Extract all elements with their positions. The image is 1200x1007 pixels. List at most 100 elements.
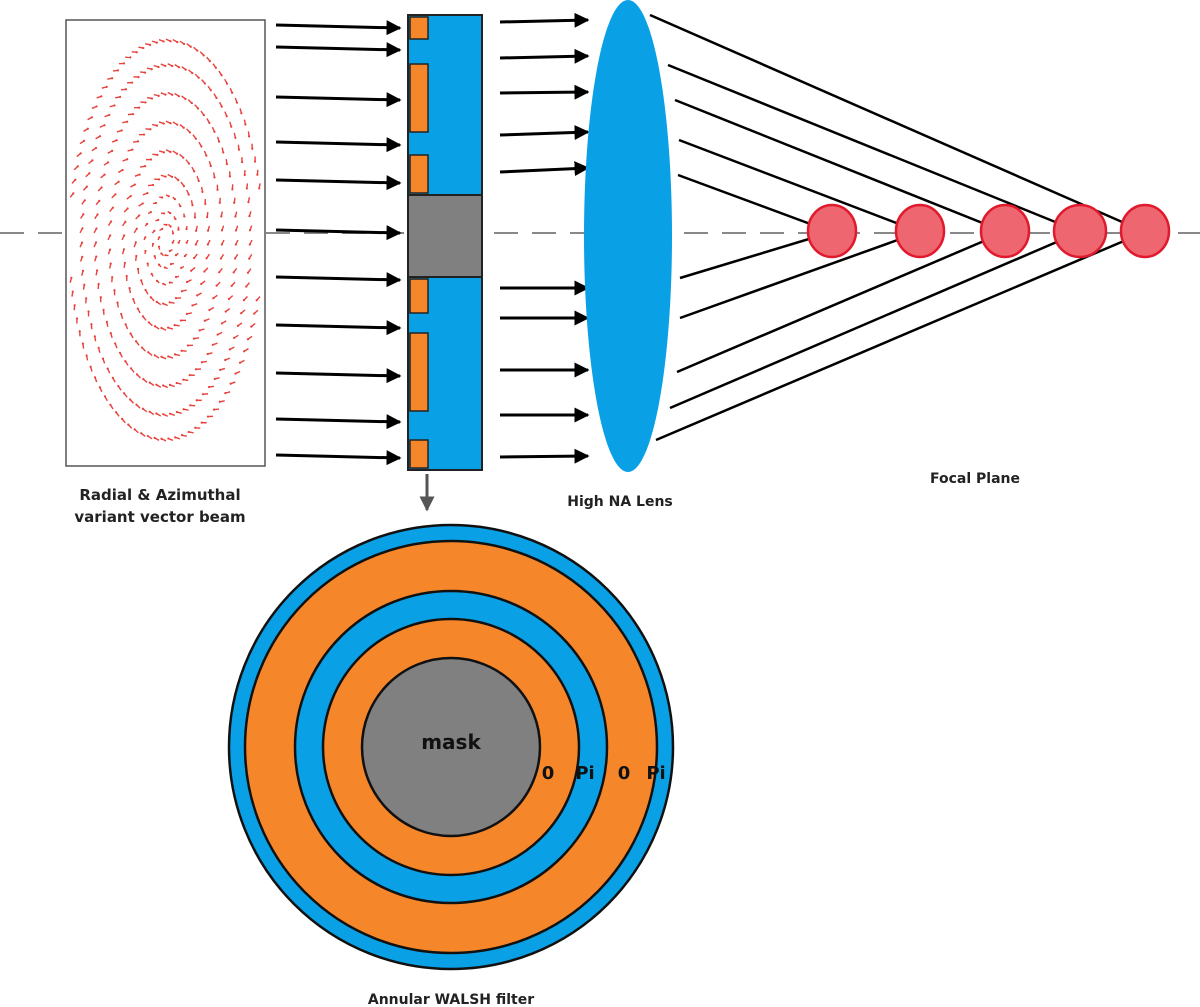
polarization-vector-tip bbox=[234, 243, 237, 246]
polarization-vector-tip bbox=[154, 201, 158, 205]
polarization-vector-tip bbox=[138, 173, 141, 176]
polarization-vector-tip bbox=[182, 378, 185, 381]
polarization-vector-tip bbox=[163, 266, 166, 269]
polarization-vector-tip bbox=[110, 220, 113, 223]
polarization-vector-tip bbox=[174, 275, 178, 279]
polarization-vector-tip bbox=[200, 421, 203, 424]
polarization-vector-tip bbox=[111, 77, 114, 80]
polarization-vector-tip bbox=[190, 269, 193, 272]
polarization-vector-tip bbox=[193, 170, 196, 173]
ring-phase-4: Pi bbox=[646, 763, 665, 784]
polarization-vector-tip bbox=[155, 124, 159, 127]
polarization-vector-tip bbox=[246, 338, 250, 341]
polarization-vector-tip bbox=[94, 241, 98, 244]
polarization-vector-tip bbox=[169, 225, 172, 228]
polarization-vector-tip bbox=[134, 340, 138, 343]
polarization-vector-tip bbox=[247, 201, 250, 204]
polarization-vector-tip bbox=[232, 271, 235, 274]
polarization-vector-tip bbox=[129, 332, 132, 335]
polarization-vector-tip bbox=[103, 173, 106, 176]
incoming-ray bbox=[275, 137, 402, 153]
polarization-vector-tip bbox=[85, 354, 88, 357]
polarization-vector-tip bbox=[168, 249, 171, 253]
polarization-vector-tip bbox=[205, 257, 208, 260]
polarization-vector-tip bbox=[174, 217, 177, 221]
polarization-vector-tip bbox=[227, 297, 231, 301]
polarization-vector-tip bbox=[220, 215, 223, 218]
polarization-vector-tip bbox=[175, 410, 178, 414]
polarization-vector-tip bbox=[140, 279, 143, 282]
polarization-vector-tip bbox=[151, 183, 155, 187]
polarization-vector-tip bbox=[187, 193, 190, 196]
polarization-vector-tip bbox=[124, 360, 127, 363]
polarization-vector-tip bbox=[109, 262, 112, 265]
polarization-vector-tip bbox=[180, 434, 184, 437]
polarization-vector-tip bbox=[143, 165, 147, 168]
polarization-vector-tip bbox=[174, 297, 178, 300]
polarization-vector-tip bbox=[177, 228, 180, 231]
polarization-vector-tip bbox=[144, 249, 147, 253]
polarization-vector-tip bbox=[247, 135, 251, 138]
polarization-vector-tip bbox=[218, 271, 221, 274]
polarization-vector-tip bbox=[206, 415, 210, 418]
polarization-vector-tip bbox=[100, 186, 103, 189]
filter-phase-segment bbox=[409, 63, 429, 133]
polarization-vector-tip bbox=[75, 317, 79, 320]
polarization-vector-tip bbox=[137, 267, 140, 270]
incoming-ray bbox=[275, 320, 402, 336]
polarization-vector-tip bbox=[81, 255, 84, 258]
polarization-vector-tip bbox=[193, 216, 197, 219]
ring-phase-2: Pi bbox=[575, 763, 594, 784]
focal-spot bbox=[1119, 203, 1171, 259]
polarization-vector-tip bbox=[150, 97, 154, 100]
polarization-vector-tip bbox=[126, 207, 129, 210]
polarization-vector-tip bbox=[158, 236, 161, 239]
polarization-vector-tip bbox=[171, 175, 174, 179]
polarization-vector-tip bbox=[234, 136, 237, 139]
polarization-vector-tip bbox=[209, 89, 212, 92]
polarization-vector-tip bbox=[198, 329, 201, 332]
polarization-vector-tip bbox=[175, 381, 178, 385]
polarization-vector-tip bbox=[134, 241, 137, 244]
polarization-vector-tip bbox=[160, 252, 163, 255]
polarization-vector-tip bbox=[224, 358, 227, 362]
polarization-vector-tip bbox=[153, 354, 156, 357]
polarization-vector-tip bbox=[194, 368, 198, 371]
focusing-ray bbox=[674, 98, 1006, 234]
polarization-vector-tip bbox=[183, 215, 186, 218]
polarization-vector-tip bbox=[211, 343, 214, 346]
polarization-vector-tip bbox=[253, 160, 257, 163]
polarization-vector-tip bbox=[129, 194, 132, 198]
polarization-vector-tip bbox=[201, 393, 205, 396]
filter-to-lens-ray bbox=[499, 161, 590, 177]
incoming-ray bbox=[275, 368, 402, 384]
polarization-vector-tip bbox=[90, 323, 93, 326]
polarization-vector-tip bbox=[135, 373, 139, 376]
polarization-vector-tip bbox=[171, 93, 174, 96]
polarization-vector-tip bbox=[185, 312, 189, 315]
polarization-vector-field bbox=[69, 38, 261, 442]
polarization-vector-tip bbox=[220, 243, 223, 246]
filter-center-mask bbox=[360, 656, 542, 838]
polarization-vector-tip bbox=[105, 85, 108, 88]
polarization-vector-tip bbox=[122, 248, 126, 251]
polarization-vector-tip bbox=[142, 378, 145, 381]
polarization-vector-tip bbox=[208, 308, 211, 312]
filter-label: Annular WALSH filter bbox=[368, 992, 534, 1007]
polarization-vector-tip bbox=[142, 133, 146, 136]
polarization-vector-tip bbox=[105, 320, 108, 323]
polarization-vector-tip bbox=[182, 184, 186, 188]
polarization-vector-tip bbox=[168, 301, 171, 304]
polarization-vector-tip bbox=[185, 227, 188, 231]
polarization-vector-tip bbox=[193, 256, 196, 260]
polarization-vector-tip bbox=[100, 95, 103, 98]
polarization-vector-tip bbox=[220, 105, 223, 108]
polarization-vector-tip bbox=[238, 361, 242, 364]
polarization-vector-tip bbox=[74, 178, 77, 181]
polarization-vector-tip bbox=[97, 282, 100, 286]
polarization-vector-tip bbox=[129, 367, 133, 370]
polarization-vector-tip bbox=[190, 101, 193, 105]
polarization-vector-tip bbox=[220, 74, 223, 77]
polarization-vector-tip bbox=[194, 137, 198, 140]
polarization-vector-tip bbox=[135, 403, 138, 406]
